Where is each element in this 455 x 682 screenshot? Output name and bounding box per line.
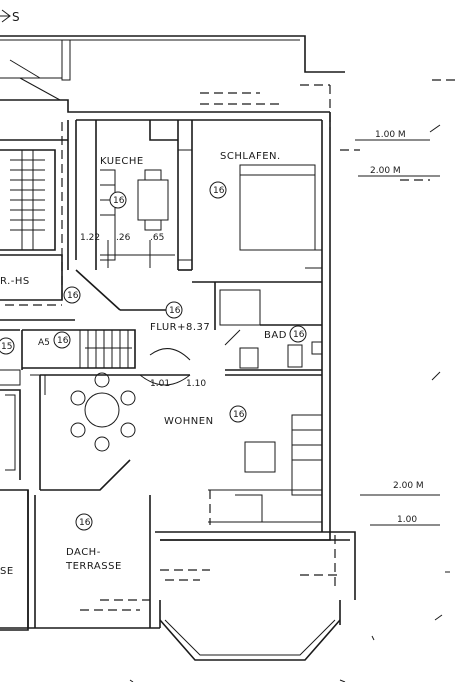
stair-tag-left: 15 [1,342,12,352]
bedroom [178,120,323,283]
kitchen-label: KUECHE [100,156,144,167]
dashed-projections [5,84,430,611]
bath [224,324,323,371]
living-room [39,372,323,523]
dim-kitchen-3: .65 [150,233,164,243]
living-tag: 16 [233,410,245,420]
left-wing [0,149,75,631]
kitchen [95,120,179,270]
bedroom-tag: 16 [213,186,225,196]
right-annotations [129,79,455,682]
north-mark: S [12,10,20,24]
dim-door-2: 1.10 [186,379,206,389]
north-arrow-icon [0,9,11,23]
dim-kitchen-1: 1.22 [80,233,100,243]
hall-label: FLUR+8.37 [150,322,210,333]
stair-tag: 16 [57,336,69,346]
left-bottom-label: SE [0,566,14,577]
dim-right-bottom-2: 1.00 [397,515,417,525]
dim-right-bottom-1: 2.00 M [393,481,424,491]
dim-door-1: 1.01 [150,379,170,389]
stair-label: A5 [38,338,50,348]
bedroom-label: SCHLAFEN. [220,151,281,162]
dim-right-top-2: 2.00 M [370,166,401,176]
terrace-tag: 16 [79,518,91,528]
bath-label: BAD [264,330,287,341]
living-label: WOHNEN [164,416,214,427]
dim-right-top-1: 1.00 M [375,130,406,140]
room-tags [0,181,307,531]
dim-kitchen-2: .26 [116,233,131,243]
hall-tag: 16 [169,306,181,316]
terrace-label-line2: TERRASSE [65,561,122,572]
kitchen-tag: 16 [113,196,125,206]
bath-tag: 16 [293,330,305,340]
roof-outline [0,35,345,101]
terrace-label-line1: DACH- [66,547,101,558]
hall [75,269,261,386]
terrace [0,490,356,661]
left-hall-label: R.-HS [0,276,30,287]
stair [0,329,136,395]
left-hall-tag: 16 [67,291,79,301]
